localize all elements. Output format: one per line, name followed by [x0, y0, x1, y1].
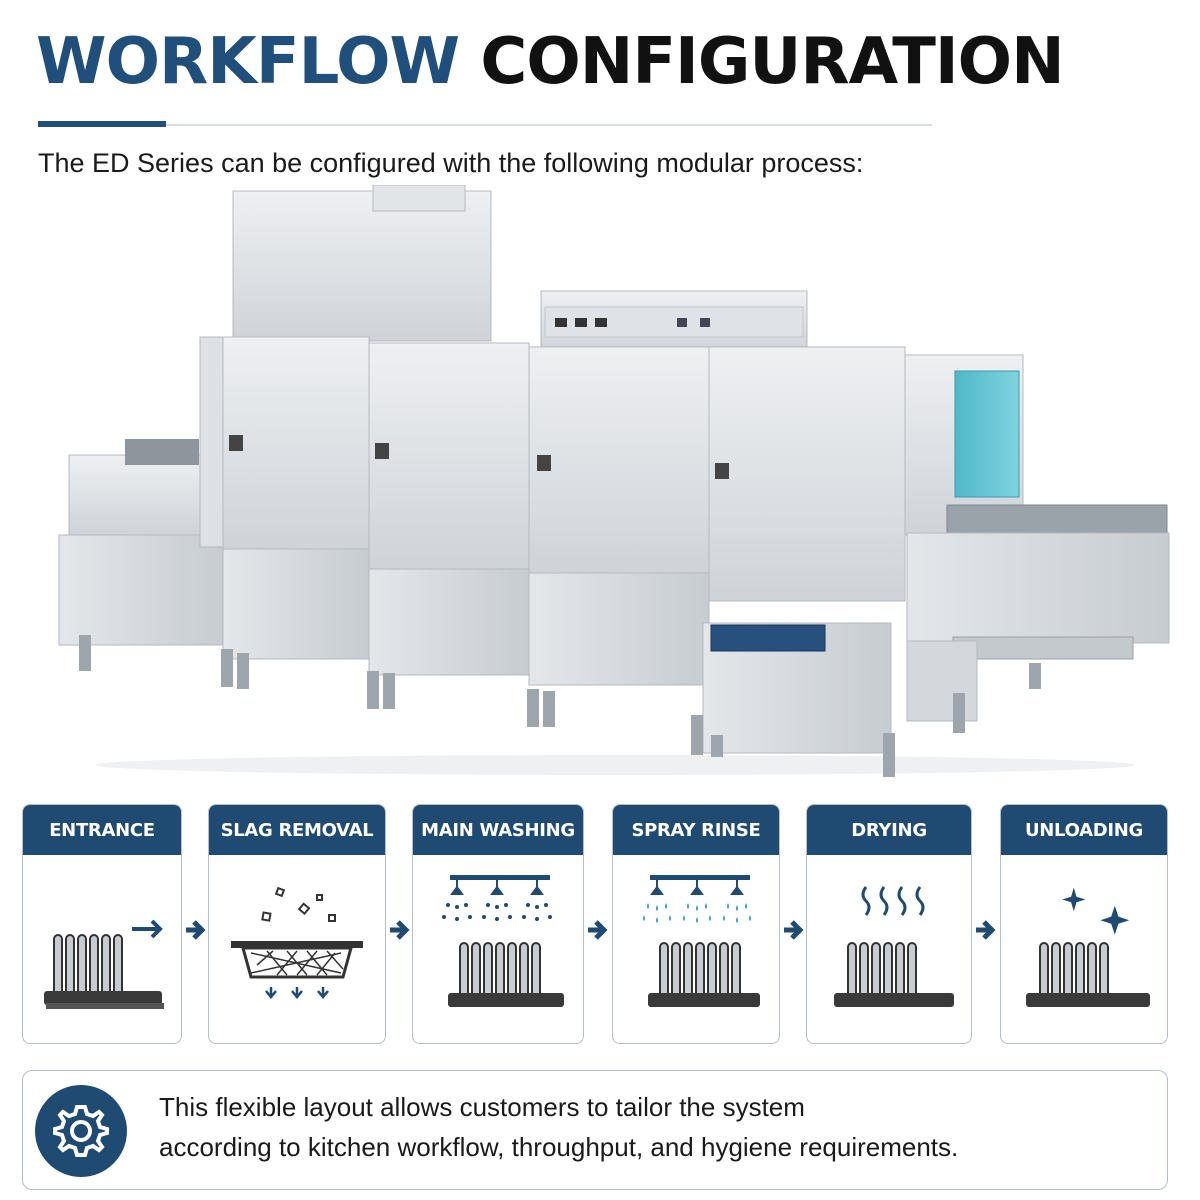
- flow-arrow-icon: [186, 920, 206, 940]
- title-rest: CONFIGURATION: [480, 25, 1064, 99]
- step-label-slag-removal: SLAG REMOVAL: [209, 805, 385, 855]
- note-line-2: according to kitchen workflow, throughpu…: [159, 1132, 959, 1162]
- step-label-spray-rinse: SPRAY RINSE: [613, 805, 779, 855]
- step-label-main-washing: MAIN WASHING: [413, 805, 583, 855]
- step-card-main-washing: MAIN WASHING: [412, 804, 584, 1044]
- flow-arrow-icon: [390, 920, 410, 940]
- step-card-spray-rinse: SPRAY RINSE: [612, 804, 780, 1044]
- page-title: WORKFLOW CONFIGURATION: [36, 22, 1065, 102]
- step-card-drying: DRYING: [806, 804, 972, 1044]
- info-note: This flexible layout allows customers to…: [22, 1070, 1168, 1190]
- rack-entrance-icon: [44, 919, 164, 1009]
- dishwasher-machine-illustration: [58, 185, 1170, 777]
- flow-arrow-icon: [784, 920, 804, 940]
- flow-arrow-icon: [588, 920, 608, 940]
- spray-wash-icon: [442, 875, 564, 1007]
- title-accent: WORKFLOW: [36, 25, 460, 99]
- page-subtitle: The ED Series can be configured with the…: [38, 148, 864, 178]
- step-label-unloading: UNLOADING: [1001, 805, 1167, 855]
- step-card-unloading: UNLOADING: [1000, 804, 1168, 1044]
- title-accent-bar: [38, 121, 166, 127]
- step-card-slag-removal: SLAG REMOVAL: [208, 804, 386, 1044]
- note-line-1: This flexible layout allows customers to…: [159, 1092, 805, 1122]
- sparkle-clean-icon: [1026, 887, 1150, 1007]
- spray-rinse-icon: [643, 875, 760, 1007]
- gear-icon: [35, 1085, 127, 1177]
- flow-arrow-icon: [976, 920, 996, 940]
- step-label-drying: DRYING: [807, 805, 971, 855]
- title-divider: [38, 124, 932, 126]
- debris-strainer-icon: [231, 886, 363, 999]
- step-label-entrance: ENTRANCE: [23, 805, 181, 855]
- note-text: This flexible layout allows customers to…: [159, 1087, 1139, 1167]
- step-card-entrance: ENTRANCE: [22, 804, 182, 1044]
- steam-dry-icon: [834, 886, 954, 1007]
